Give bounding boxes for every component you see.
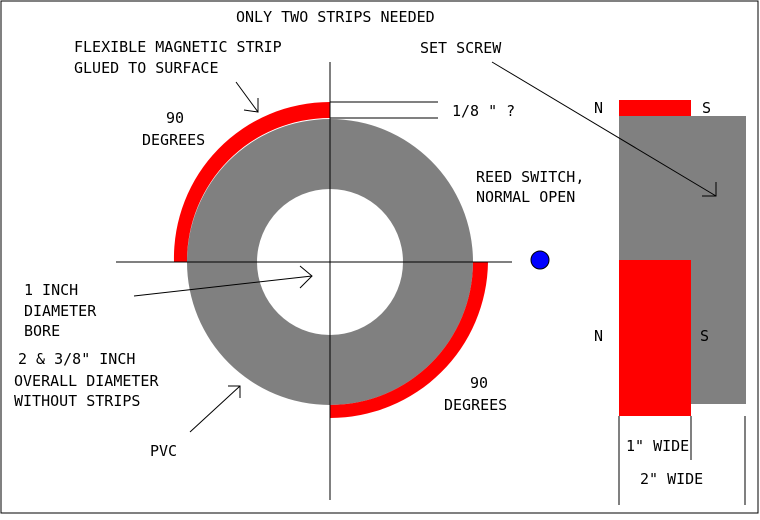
pvc-label: PVC — [150, 442, 177, 460]
side-magnet-top — [619, 100, 691, 116]
side-magnet-bottom — [619, 260, 691, 416]
bore-leader — [133, 275, 313, 297]
degrees-bottom-label: DEGREES — [444, 396, 507, 414]
overall-label-line3: WITHOUT STRIPS — [14, 392, 140, 410]
pole-s-mid: S — [700, 327, 709, 345]
bore-arrowhead — [299, 265, 313, 289]
pole-s-top: S — [702, 99, 711, 117]
reed-switch-label-line2: NORMAL OPEN — [476, 188, 575, 206]
overall-label-line2: OVERALL DIAMETER — [14, 372, 159, 390]
strip-label-line2: GLUED TO SURFACE — [74, 59, 219, 77]
degrees-top-label: DEGREES — [142, 131, 205, 149]
pvc-ring — [187, 119, 473, 405]
strip-leader — [235, 81, 259, 113]
reed-switch-label-line1: REED SWITCH, — [476, 168, 584, 186]
bore-label-line2: DIAMETER — [24, 302, 97, 320]
magnetic-strip-bottom-right — [330, 262, 488, 418]
set-screw-leader — [491, 61, 717, 197]
overall-label-line1: 2 & 3/8" INCH — [18, 350, 135, 368]
reed-switch-dot — [530, 250, 550, 270]
set-screw-arrowhead — [702, 182, 717, 197]
one-inch-wide-label: 1" WIDE — [626, 437, 689, 455]
strip-label-line1: FLEXIBLE MAGNETIC STRIP — [74, 38, 282, 56]
diagram-title: ONLY TWO STRIPS NEEDED — [236, 8, 435, 26]
strip-arrowhead — [243, 98, 259, 113]
bore-label-line1: 1 INCH — [24, 281, 78, 299]
pole-n-mid: N — [594, 327, 603, 345]
magnetic-strip-top-left — [173, 101, 330, 262]
two-inch-wide-label: 2" WIDE — [640, 470, 703, 488]
overall-leader — [189, 385, 241, 433]
overall-arrowhead — [228, 385, 241, 398]
pole-n-top: N — [594, 99, 603, 117]
degrees-bottom-value: 90 — [470, 374, 488, 392]
set-screw-label: SET SCREW — [420, 39, 502, 57]
bore-label-line3: BORE — [24, 322, 60, 340]
gap-label: 1/8 " ? — [452, 102, 515, 120]
degrees-top-value: 90 — [166, 109, 184, 127]
